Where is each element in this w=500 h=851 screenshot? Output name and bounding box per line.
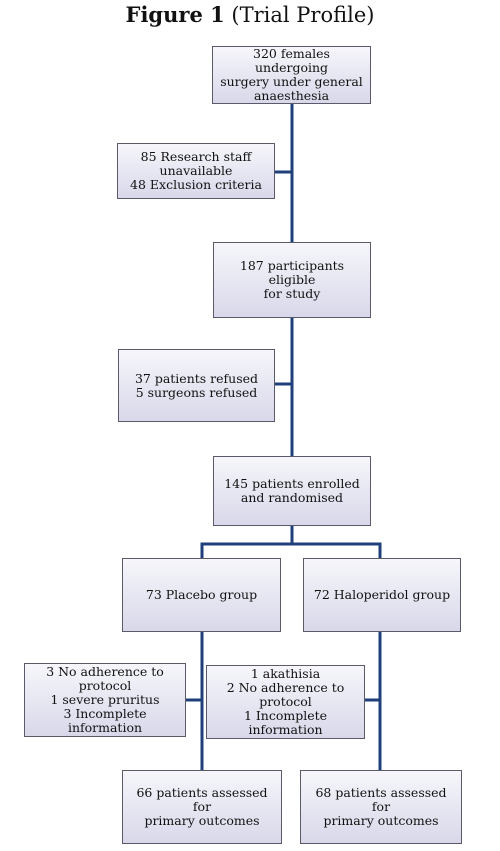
box-haloperidol-assessed: 68 patients assessed for primary outcome…: [300, 770, 462, 844]
box-refused: 37 patients refused 5 surgeons refused: [118, 349, 275, 422]
box-placebo-lost: 3 No adherence to protocol 1 severe prur…: [24, 663, 186, 737]
box-placebo-assessed: 66 patients assessed for primary outcome…: [122, 770, 282, 844]
figure-label: Figure 1: [125, 2, 225, 27]
box-haloperidol-group: 72 Haloperidol group: [303, 558, 461, 632]
figure-caption: (Trial Profile): [231, 3, 375, 27]
box-eligible: 187 participants eligible for study: [213, 242, 371, 318]
box-excluded: 85 Research staff unavailable 48 Exclusi…: [117, 143, 275, 199]
box-randomised: 145 patients enrolled and randomised: [213, 456, 371, 526]
figure-title: Figure 1 (Trial Profile): [0, 2, 500, 28]
box-haloperidol-lost: 1 akathisia 2 No adherence to protocol 1…: [206, 665, 365, 739]
box-screened: 320 females undergoing surgery under gen…: [212, 46, 371, 104]
box-placebo-group: 73 Placebo group: [122, 558, 281, 632]
